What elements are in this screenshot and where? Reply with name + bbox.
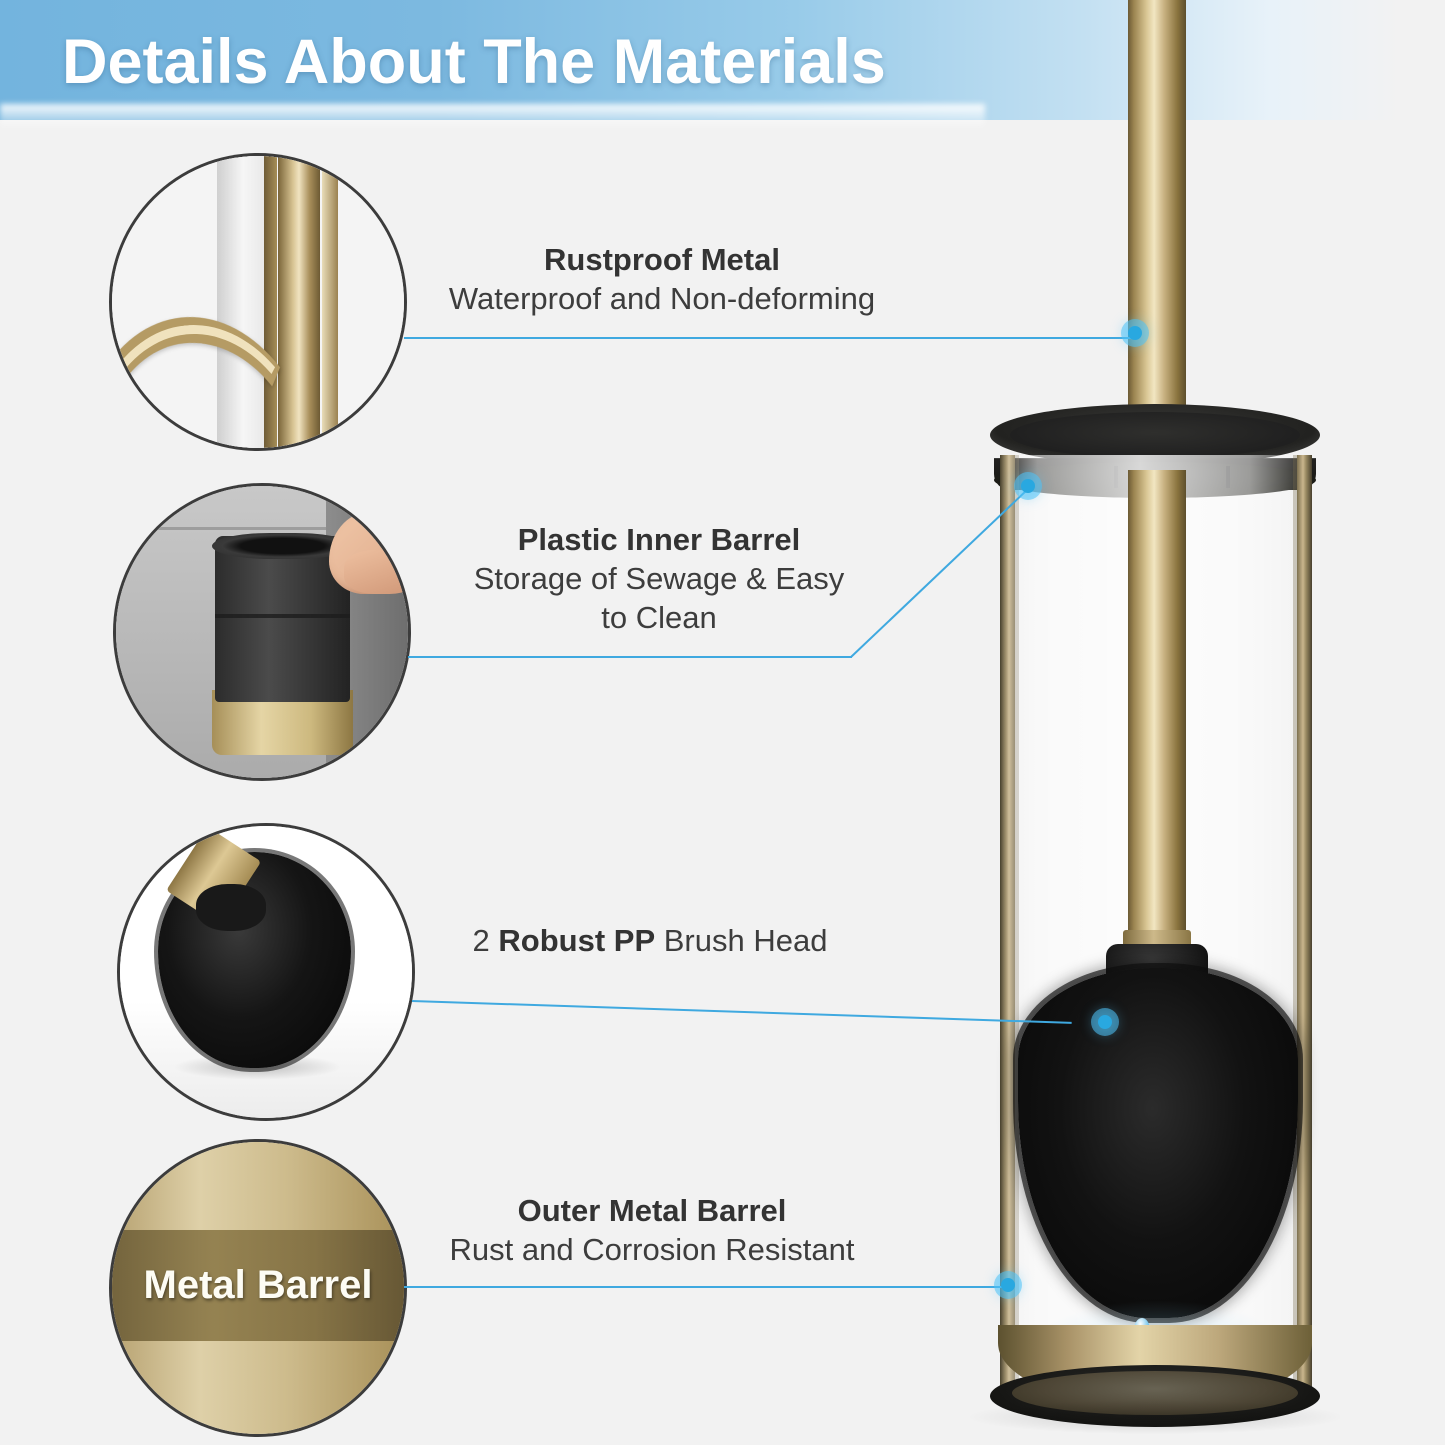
header-band [0, 0, 1445, 120]
swatch-dark-band [112, 1229, 404, 1341]
callout-rustproof-metal: Rustproof Metal Waterproof and Non-defor… [382, 241, 942, 318]
base-inner-ring [1012, 1371, 1298, 1415]
callout-plastic-inner-barrel: Plastic Inner Barrel Storage of Sewage &… [428, 521, 890, 637]
leader-line-outer-barrel [404, 1286, 1014, 1288]
brush-handle-pole-upper [1128, 0, 1186, 416]
closeup-black-inner-barrel [215, 535, 350, 703]
callout-subtitle: Waterproof and Non-deforming [448, 280, 876, 316]
callout-subtitle-line1: Storage of Sewage & Easy [473, 560, 845, 596]
callout-title: Rustproof Metal [544, 242, 780, 277]
callout-subtitle: Rust and Corrosion Resistant [449, 1231, 855, 1267]
callout-robust-pp-brush-head: 2 Robust PP Brush Head [430, 921, 870, 960]
barrel-edge-right [1297, 455, 1312, 1393]
product-image [930, 0, 1360, 1445]
page-title: Details About The Materials [62, 27, 886, 97]
holder-base [990, 1325, 1320, 1430]
callout-title: Plastic Inner Barrel [517, 522, 801, 557]
brush-handle-pole-lower [1128, 470, 1186, 950]
marker-dot-rustproof [1128, 326, 1142, 340]
swatch-label: Metal Barrel [143, 1262, 373, 1307]
product-drop-shadow [970, 1400, 1340, 1434]
closeup-pole-shadow-line [263, 156, 277, 448]
marker-dot-outer-barrel [1001, 1278, 1015, 1292]
marker-dot-brush-head [1098, 1015, 1112, 1029]
closeup-thumb [343, 550, 408, 595]
closeup-gold-pole-edge [322, 156, 339, 448]
circle-inner-barrel-closeup [116, 486, 408, 778]
circle-metal-pole-closeup [112, 156, 404, 448]
closeup-brush-hub [195, 884, 266, 932]
callout-text-suffix: Brush Head [655, 923, 828, 958]
brush-bristles [1018, 968, 1298, 1318]
base-black-ring [990, 1365, 1320, 1427]
closeup-gold-pole [278, 156, 321, 448]
callout-text: 2 Robust PP Brush Head [430, 921, 870, 960]
callout-text-prefix: 2 [472, 923, 499, 958]
callout-title: Outer Metal Barrel [517, 1193, 787, 1228]
closeup-wall-line [116, 526, 327, 530]
circle-metal-barrel-swatch: Metal Barrel [112, 1142, 404, 1434]
barrel-edge-right-inner [1293, 455, 1297, 1393]
callout-subtitle-line2: to Clean [601, 599, 717, 635]
circle-brush-head-closeup [120, 826, 412, 1118]
leader-line-rustproof [404, 337, 1134, 339]
callout-text-bold: Robust PP [498, 923, 656, 958]
header-glow [0, 104, 985, 130]
leader-line-inner-barrel-horizontal [408, 656, 852, 658]
closeup-barrel-band [215, 614, 350, 619]
marker-dot-inner-barrel [1021, 479, 1035, 493]
callout-outer-metal-barrel: Outer Metal Barrel Rust and Corrosion Re… [398, 1192, 906, 1269]
cap-inner-disc [1010, 412, 1300, 458]
